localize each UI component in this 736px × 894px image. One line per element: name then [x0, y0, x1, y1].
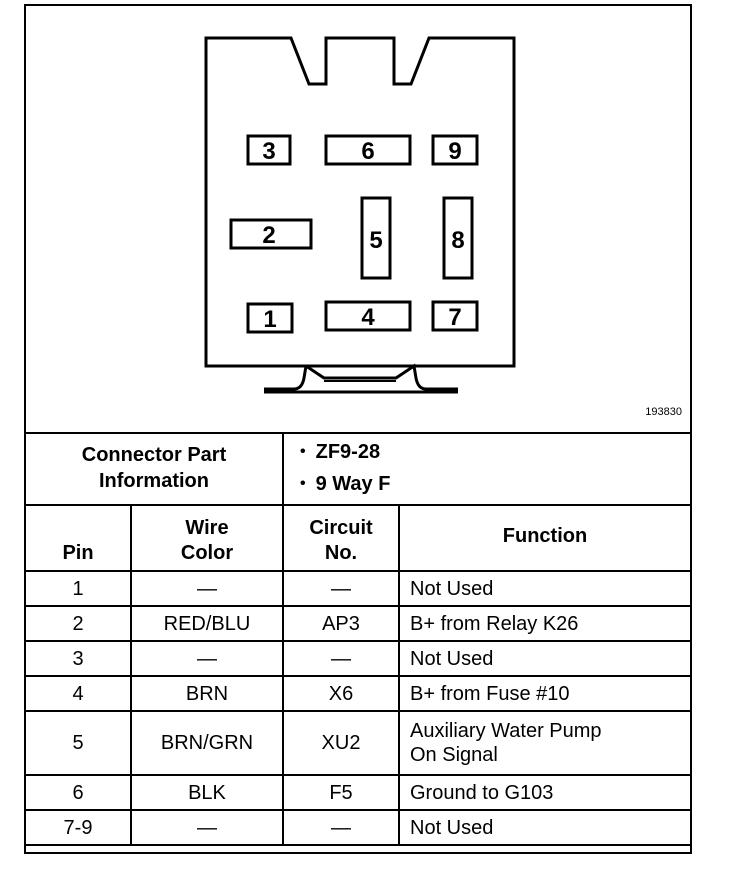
cell-circuit: AP3	[282, 605, 400, 642]
pin-cavity-2: 2	[229, 218, 313, 250]
cell-pin: 4	[26, 675, 132, 712]
cell-wire-color: —	[130, 570, 284, 607]
table-row: 3 — — Not Used	[26, 640, 691, 677]
cell-function: Not Used	[397, 640, 691, 677]
cell-wire-color: BLK	[130, 774, 284, 811]
connector-latch	[264, 363, 458, 391]
table-row: 7-9 — — Not Used	[26, 809, 691, 846]
pin-label-6: 6	[361, 138, 374, 165]
pin-label-4: 4	[361, 304, 375, 331]
cell-pin: 5	[26, 710, 132, 776]
cell-function: Not Used	[397, 570, 691, 607]
pin-cavity-6: 6	[324, 134, 412, 166]
pin-label-1: 1	[263, 306, 276, 333]
cell-pin: 3	[26, 640, 132, 677]
connector-part-info-row: Connector Part Information ZF9-28 9 Way …	[26, 432, 691, 506]
pin-cavity-5: 5	[360, 196, 392, 280]
pin-label-9: 9	[448, 138, 461, 165]
pin-cavity-9: 9	[431, 134, 479, 166]
cell-wire-color: RED/BLU	[130, 605, 284, 642]
connector-part-info-label: Connector Part Information	[26, 432, 284, 506]
pin-label-2: 2	[262, 222, 275, 249]
cell-function: Ground to G103	[397, 774, 691, 811]
cell-pin: 6	[26, 774, 132, 811]
pin-label-8: 8	[451, 227, 464, 254]
cell-circuit: F5	[282, 774, 400, 811]
table-row: 2 RED/BLU AP3 B+ from Relay K26	[26, 605, 691, 642]
connector-type: 9 Way F	[300, 468, 690, 500]
pin-label-5: 5	[369, 227, 382, 254]
cell-wire-color: —	[130, 640, 284, 677]
connector-face-drawing: 3 6 9 2 5 8 1 4 7	[204, 36, 516, 394]
cell-function: B+ from Relay K26	[397, 605, 691, 642]
cell-function: Not Used	[397, 809, 691, 846]
cell-circuit: —	[282, 640, 400, 677]
cell-circuit: X6	[282, 675, 400, 712]
pin-cavity-1: 1	[246, 302, 294, 334]
cell-pin: 7-9	[26, 809, 132, 846]
cell-wire-color: —	[130, 809, 284, 846]
table-row: 4 BRN X6 B+ from Fuse #10	[26, 675, 691, 712]
cell-pin: 2	[26, 605, 132, 642]
connector-diagram: 3 6 9 2 5 8 1 4 7 193830	[26, 6, 690, 434]
table-row: 6 BLK F5 Ground to G103	[26, 774, 691, 811]
cell-wire-color: BRN/GRN	[130, 710, 284, 776]
pin-cavity-8: 8	[442, 196, 474, 280]
connector-pinout-table: Connector Part Information ZF9-28 9 Way …	[26, 432, 691, 846]
pin-label-7: 7	[448, 304, 461, 331]
header-pin: Pin	[26, 504, 132, 572]
pin-cavity-7: 7	[431, 300, 479, 332]
pin-cavity-4: 4	[324, 300, 412, 332]
pin-cavity-3: 3	[246, 134, 292, 166]
table-row: 1 — — Not Used	[26, 570, 691, 607]
cell-circuit: XU2	[282, 710, 400, 776]
connector-figure-frame: 3 6 9 2 5 8 1 4 7 193830	[24, 4, 692, 854]
header-function: Function	[397, 504, 691, 572]
cell-circuit: —	[282, 809, 400, 846]
cell-circuit: —	[282, 570, 400, 607]
pin-label-3: 3	[262, 138, 275, 165]
cell-function: Auxiliary Water Pump On Signal	[397, 710, 691, 776]
cell-function: B+ from Fuse #10	[397, 675, 691, 712]
cell-pin: 1	[26, 570, 132, 607]
cell-wire-color: BRN	[130, 675, 284, 712]
connector-part-info-values: ZF9-28 9 Way F	[281, 432, 691, 506]
table-row: 5 BRN/GRN XU2 Auxiliary Water Pump On Si…	[26, 710, 691, 776]
part-number: ZF9-28	[300, 436, 690, 468]
figure-id: 193830	[645, 406, 682, 418]
connector-body-outline	[204, 36, 516, 368]
